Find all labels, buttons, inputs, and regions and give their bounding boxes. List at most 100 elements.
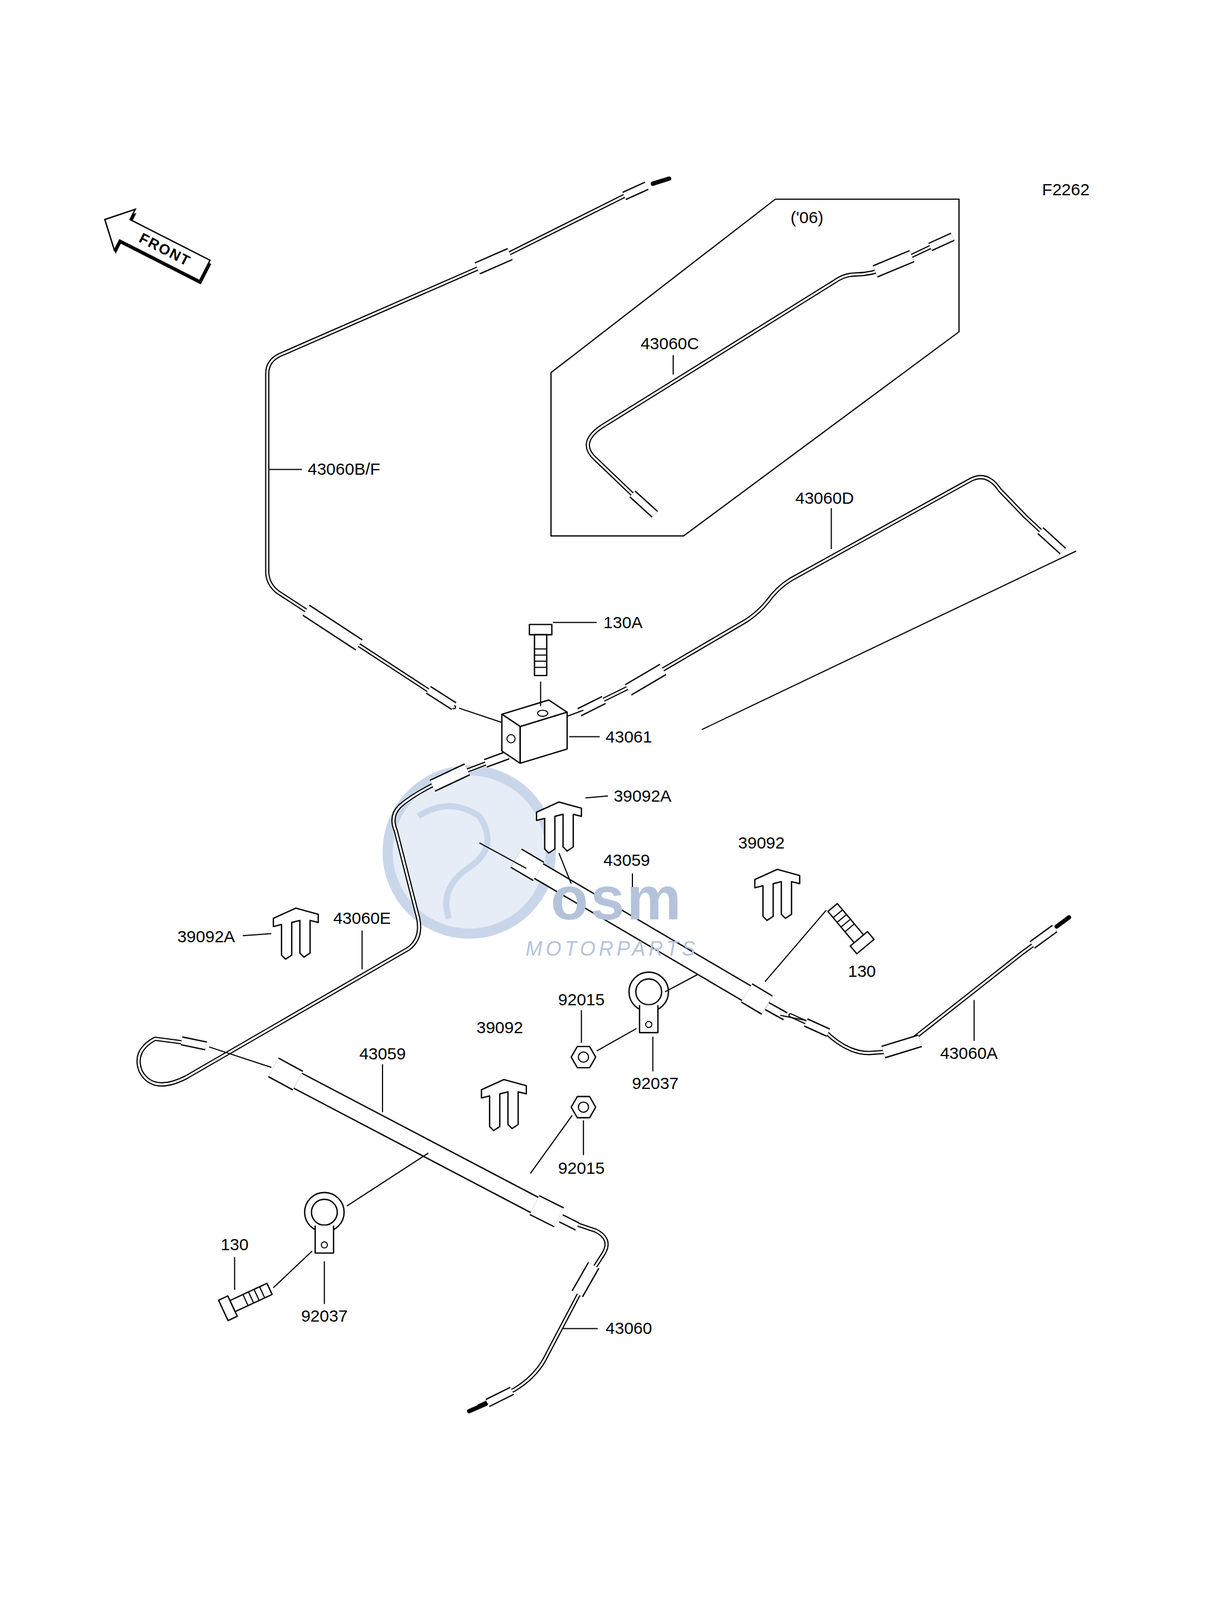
variant-note: ('06) [790,207,824,227]
leader-line [273,1250,313,1288]
figure-code: F2262 [1040,180,1092,200]
flare-nut [766,1005,786,1016]
arrow-shape [94,199,216,292]
leader-line [539,681,541,707]
flare-nut [805,1022,829,1033]
flare-nut [1040,530,1063,551]
variant-box: ('06) 43060C [550,199,960,536]
brake-tube [587,240,944,505]
callout-number: 43060C [640,334,700,354]
clamp [307,975,665,1253]
flare-nut [930,236,953,247]
part-number: 39092A [611,785,673,806]
front-arrow: FRONT [94,199,216,292]
leader-line [209,1046,272,1068]
bolt [218,624,874,1321]
nut [571,1046,596,1118]
part-number: 43060 [603,1318,654,1338]
leader-line [563,1327,598,1329]
leader-line [234,1256,236,1290]
part-number: 130 [846,961,878,981]
brake-tube [138,178,1070,1411]
part-number: 39092 [475,1017,525,1038]
brake-hose [291,1076,541,1208]
part-number: 39092A [175,926,237,947]
hose-clip [481,1079,526,1130]
part-number: 43060D [793,487,856,508]
flare-nut [624,185,647,196]
leader-line [346,1152,429,1206]
tube-grommet [306,610,360,645]
flare-nut [487,1390,512,1403]
leader-line [269,468,303,470]
leader-line [458,707,502,723]
brake-hose [534,1204,559,1217]
leader-line [765,910,827,982]
flare-nut [428,689,454,706]
part-number: 130A [601,612,645,632]
brake-tube [587,240,944,505]
leader-line [567,709,584,717]
flare-nut [766,1005,786,1016]
brake-tube [479,1221,607,1406]
flare-nut [428,689,454,706]
part-number: 92015 [556,1158,607,1178]
part-number: 130 [219,1234,251,1255]
tube-grommet [577,1264,594,1294]
flare-nut [1032,927,1055,945]
flare-nut [485,755,509,764]
tube-grommet [477,253,511,269]
watermark-globe [418,805,488,918]
leader-line [780,1014,806,1021]
leader-line [701,550,1076,730]
brake-hose [273,857,767,1217]
flare-nut [181,1040,207,1046]
flare-nut [181,1040,207,1046]
leader-line [361,930,363,970]
tube-grommet [477,253,511,269]
flare-nut [561,1217,578,1227]
leader-line [973,999,975,1041]
leader-line [242,933,272,936]
brake-tube [790,930,1053,1053]
part-number: 92037 [299,1306,350,1326]
watermark: MOTORPARTS [523,936,700,960]
joint-block [506,734,516,743]
part-number: 92037 [630,1073,680,1094]
flare-nut [930,236,953,247]
box-outline [550,199,960,536]
leader-line [479,842,527,869]
leader-line [209,355,1077,1329]
tube-grommet [628,669,664,690]
part-number: 43059 [357,1043,408,1064]
flare-nut [632,493,655,515]
tube-grommet [875,255,912,272]
leader-line [652,1036,654,1071]
joint-block [501,713,521,763]
leader-line [581,1009,583,1043]
brake-tube [790,930,1053,1053]
box-outline [550,199,960,536]
brake-hose [746,992,768,1005]
brake-hose [534,1204,559,1217]
brake-tube [1056,916,1070,926]
part-number: 39092 [736,833,787,853]
nut [571,1096,596,1118]
brake-hose [746,992,768,1005]
flare-nut [487,1390,512,1403]
leader-line [582,1119,584,1155]
brake-tube [138,755,506,1084]
tube-grommet [306,610,360,645]
brake-hose [291,1076,541,1208]
tube-grommet [432,769,468,786]
clamp [307,1195,341,1253]
tube-grommet [875,255,912,272]
leader-line [569,736,601,738]
bolt [529,624,552,675]
bolt [824,900,875,954]
brake-tube [469,1403,486,1411]
flare-nut [632,493,655,515]
part-number: 92015 [556,989,607,1010]
joint-block [537,709,548,717]
flare-nut [1040,530,1063,551]
